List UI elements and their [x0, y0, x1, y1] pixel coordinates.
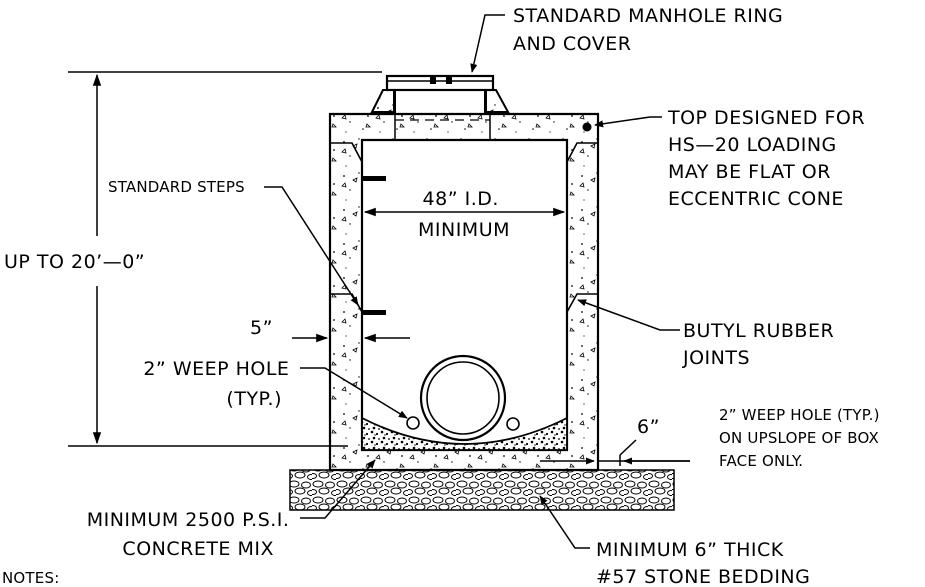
- stone-bedding: [289, 469, 675, 511]
- leader-lines: [264, 14, 680, 549]
- weep-hole-label: 2” WEEP HOLE (TYP.): [143, 358, 296, 410]
- standard-steps-label: STANDARD STEPS: [108, 178, 245, 196]
- manhole-ring-label: STANDARD MANHOLE RING AND COVER: [513, 5, 790, 55]
- weep-hole-note: 2” WEEP HOLE (TYP.) ON UPSLOPE OF BOX FA…: [719, 406, 885, 470]
- concrete-mix-label: MINIMUM 2500 P.S.I. CONCRETE MIX: [87, 509, 296, 560]
- manhole-box: [328, 112, 600, 472]
- top-slab-dot: [582, 122, 592, 132]
- pipe: [419, 354, 507, 442]
- wall-thickness-label: 5”: [250, 317, 273, 339]
- height-dimension: [68, 71, 382, 447]
- notes-heading: NOTES:: [2, 569, 59, 587]
- bottom-grout: [361, 416, 568, 451]
- step-lower: [362, 310, 386, 315]
- inner-diameter-label: 48” I.D. MINIMUM: [418, 188, 510, 241]
- step-upper: [362, 176, 386, 181]
- stone-bedding-label: MINIMUM 6” THICK #57 STONE BEDDING: [596, 539, 810, 587]
- butyl-joints-label: BUTYL RUBBER JOINTS: [682, 320, 841, 369]
- base-thickness-label: 6”: [637, 416, 660, 438]
- manhole-ring-cover: [370, 74, 510, 113]
- height-label: UP TO 20’—0”: [4, 251, 145, 273]
- weep-hole-left: [406, 416, 420, 430]
- top-designed-label: TOP DESIGNED FOR HS—20 LOADING MAY BE FL…: [667, 107, 872, 210]
- base-dimension: [540, 439, 690, 466]
- weep-hole-right: [506, 417, 520, 431]
